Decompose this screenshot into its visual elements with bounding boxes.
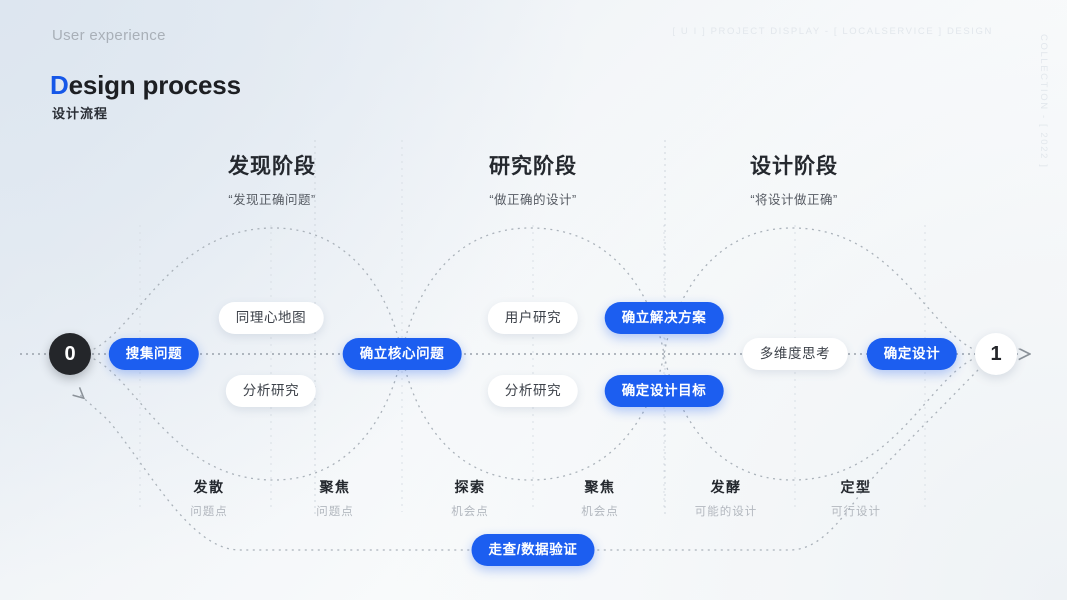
- phase-title: 设计阶段: [750, 155, 838, 178]
- pill-empathy-map[interactable]: 同理心地图: [218, 302, 324, 334]
- pill-analysis-research-2[interactable]: 分析研究: [487, 375, 579, 407]
- phase-title: 发现阶段: [228, 155, 316, 178]
- phase-quote: “将设计做正确”: [750, 193, 838, 207]
- stage-main: 定型: [840, 479, 872, 495]
- phase-heading-design: 设计阶段 “将设计做正确”: [674, 150, 914, 208]
- page-title: Design process: [50, 70, 241, 101]
- stage-sub: 机会点: [451, 506, 489, 518]
- phase-heading-discover: 发现阶段 “发现正确问题”: [152, 150, 392, 208]
- apex-guide-lines: [139, 140, 926, 512]
- lower-wave-curve: [74, 353, 994, 481]
- stage-main: 聚焦: [584, 479, 616, 495]
- stage-label-diverge-problem: 发散 问题点: [144, 477, 274, 519]
- stage-main: 发散: [193, 479, 225, 495]
- stage-main: 聚焦: [319, 479, 351, 495]
- upper-wave-curve: [74, 227, 994, 355]
- pill-user-research[interactable]: 用户研究: [487, 302, 579, 334]
- page-subtitle: 设计流程: [52, 106, 109, 121]
- pill-confirm-design[interactable]: 确定设计: [866, 338, 958, 370]
- phase-quote: “做正确的设计”: [489, 193, 577, 207]
- stage-sub: 可行设计: [831, 506, 881, 518]
- phase-title: 研究阶段: [489, 155, 577, 178]
- stage-label-finalize-feasible-design: 定型 可行设计: [791, 477, 921, 519]
- corner-caption-horizontal: [ U I ] PROJECT DISPLAY - [ LOCALSERVICE…: [672, 26, 993, 37]
- title-highlight-letter: D: [50, 70, 69, 100]
- stage-sub: 问题点: [190, 506, 228, 518]
- stage-main: 探索: [454, 479, 486, 495]
- title-rest: esign process: [68, 70, 241, 100]
- corner-caption-vertical: COLLECTION - [ 2022 ]: [1038, 34, 1049, 169]
- pill-define-solution[interactable]: 确立解决方案: [604, 302, 724, 334]
- pill-analysis-research-1[interactable]: 分析研究: [225, 375, 317, 407]
- pill-define-design-goal[interactable]: 确定设计目标: [604, 375, 724, 407]
- eyebrow-text: User experience: [52, 27, 166, 44]
- feedback-loop-path: [78, 369, 979, 551]
- phase-quote: “发现正确问题”: [228, 193, 316, 207]
- stage-sub: 可能的设计: [694, 506, 758, 518]
- node-end-1[interactable]: 1: [975, 333, 1017, 375]
- stage-label-ferment-possible-design: 发酵 可能的设计: [661, 477, 791, 519]
- pill-define-core-problem[interactable]: 确立核心问题: [342, 338, 462, 370]
- stage-main: 发酵: [710, 479, 742, 495]
- stage-label-focus-problem: 聚焦 问题点: [270, 477, 400, 519]
- phase-heading-research: 研究阶段 “做正确的设计”: [413, 150, 653, 208]
- pill-collect-problems[interactable]: 搜集问题: [108, 338, 200, 370]
- stage-sub: 问题点: [316, 506, 354, 518]
- pill-walkthrough-data-validation[interactable]: 走查/数据验证: [471, 534, 595, 566]
- pill-multidimensional-thinking[interactable]: 多维度思考: [742, 338, 848, 370]
- stage-label-focus-opportunity: 聚焦 机会点: [535, 477, 665, 519]
- node-start-0[interactable]: 0: [49, 333, 91, 375]
- stage-label-explore-opportunity: 探索 机会点: [405, 477, 535, 519]
- stage-sub: 机会点: [581, 506, 619, 518]
